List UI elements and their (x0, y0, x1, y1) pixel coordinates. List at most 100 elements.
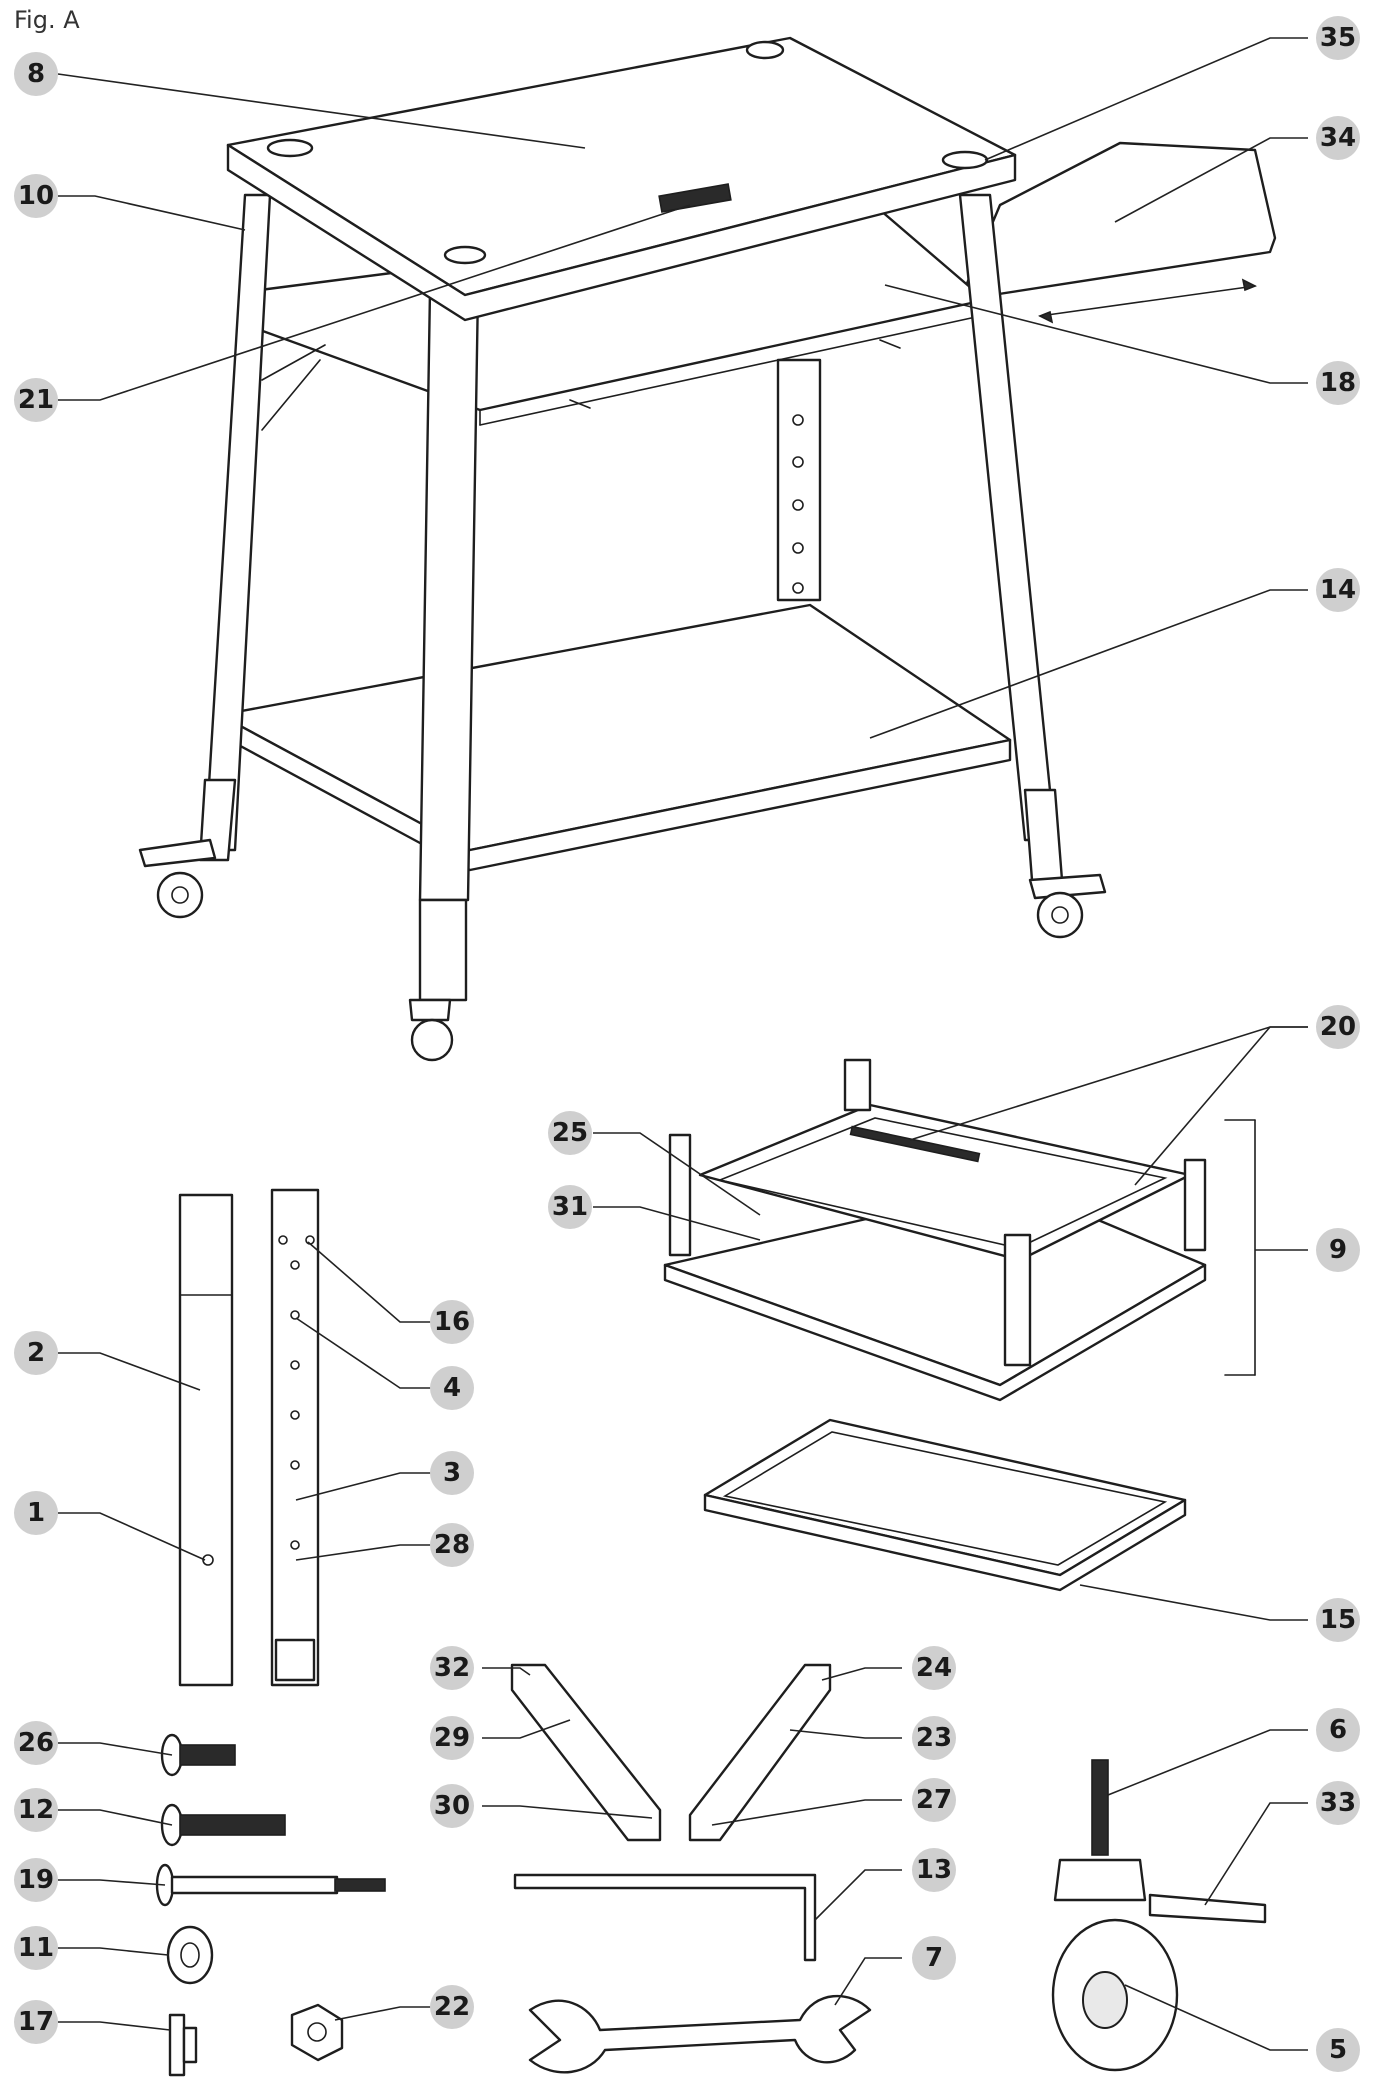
callout-number: 26 (18, 1728, 54, 1758)
callout-number: 34 (1320, 123, 1356, 153)
callout-34: 34 (1316, 116, 1360, 160)
callout-21: 21 (14, 378, 58, 422)
callout-12: 12 (14, 1788, 58, 1832)
callout-28: 28 (430, 1523, 474, 1567)
callout-number: 10 (18, 181, 54, 211)
callout-number: 18 (1320, 368, 1356, 398)
table-top-edge (226, 143, 1017, 322)
leader-lines (57, 37, 1308, 2051)
leg-tube-hole (202, 1554, 214, 1566)
corner-cap (745, 40, 785, 60)
caster-threaded-stem (1091, 1759, 1109, 1856)
front-left-leg-foot (418, 898, 468, 1002)
lower-shelf (218, 603, 1012, 852)
frame-leg-stub (1003, 1233, 1032, 1367)
callout-number: 28 (434, 1530, 470, 1560)
top-frame-assembly (663, 1058, 1256, 1402)
callout-number: 11 (18, 1933, 54, 1963)
callout-18: 18 (1316, 361, 1360, 405)
callout-14: 14 (1316, 568, 1360, 612)
callout-number: 3 (443, 1458, 461, 1488)
callout-9: 9 (1316, 1228, 1360, 1272)
bracket-hole (792, 499, 804, 511)
callout-number: 22 (434, 1992, 470, 2022)
shelf-pin (879, 339, 901, 349)
wrench (528, 1995, 872, 2074)
callout-33: 33 (1316, 1781, 1360, 1825)
caster-front-left (408, 998, 454, 1062)
callout-11: 11 (14, 1926, 58, 1970)
callout-number: 19 (18, 1865, 54, 1895)
callout-2: 2 (14, 1331, 58, 1375)
callout-number: 2 (27, 1338, 45, 1368)
callout-number: 15 (1320, 1605, 1356, 1635)
bracket-hole (792, 542, 804, 554)
callout-29: 29 (430, 1716, 474, 1760)
corner-cap (266, 138, 314, 158)
channel-hole (290, 1310, 300, 1320)
callout-20: 20 (1316, 1005, 1360, 1049)
shelf-pin (569, 399, 591, 409)
assembled-cart (138, 36, 1277, 1062)
callout-number: 6 (1329, 1715, 1347, 1745)
callout-27: 27 (912, 1778, 956, 1822)
callout-number: 12 (18, 1795, 54, 1825)
left-rear-leg (203, 193, 272, 852)
callout-16: 16 (430, 1300, 474, 1344)
slide-arrow-head-right (1241, 278, 1257, 292)
callout-5: 5 (1316, 2028, 1360, 2072)
caster-swivel (1053, 1858, 1147, 1902)
bracket-hole (792, 456, 804, 468)
callout-number: 32 (434, 1653, 470, 1683)
left-leg-brace (261, 344, 326, 431)
callout-number: 31 (552, 1192, 588, 1222)
frame-slot (849, 1125, 981, 1163)
leg-tube (178, 1193, 234, 1687)
callout-32: 32 (430, 1646, 474, 1690)
channel-hole (290, 1360, 300, 1370)
callout-24: 24 (912, 1646, 956, 1690)
callout-15: 15 (1316, 1598, 1360, 1642)
channel-hole (290, 1410, 300, 1420)
screw-26 (160, 1733, 236, 1777)
callout-number: 9 (1329, 1235, 1347, 1265)
bracket-hole (792, 414, 804, 426)
callout-8: 8 (14, 52, 58, 96)
frame-tray-inner (717, 1117, 1168, 1249)
callout-number: 16 (434, 1307, 470, 1337)
caster-front-right (1028, 873, 1107, 939)
washer-11 (166, 1925, 214, 1985)
callout-number: 27 (916, 1785, 952, 1815)
callout-4: 4 (430, 1366, 474, 1410)
leg-channel-foot (274, 1638, 316, 1682)
callout-3: 3 (430, 1451, 474, 1495)
upper-shelf-edge-lower (479, 314, 986, 426)
callout-26: 26 (14, 1721, 58, 1765)
callout-23: 23 (912, 1716, 956, 1760)
left-brace (510, 1663, 662, 1842)
rear-center-bracket (776, 358, 822, 602)
front-left-leg (418, 288, 480, 902)
callout-number: 30 (434, 1791, 470, 1821)
top-vent (658, 183, 732, 213)
callout-number: 7 (925, 1943, 943, 1973)
tray-inner (722, 1431, 1168, 1566)
channel-hole (290, 1460, 300, 1470)
callout-number: 23 (916, 1723, 952, 1753)
callout-30: 30 (430, 1784, 474, 1828)
frame-leg-stub (1183, 1158, 1207, 1252)
frame-panel-edge (663, 1263, 1207, 1402)
frame-leg-stub (668, 1133, 692, 1257)
callout-number: 33 (1320, 1788, 1356, 1818)
caster-hub (1082, 1971, 1128, 2029)
callout-25: 25 (548, 1111, 592, 1155)
callout-1: 1 (14, 1491, 58, 1535)
callout-6: 6 (1316, 1708, 1360, 1752)
callout-19: 19 (14, 1858, 58, 1902)
callout-10: 10 (14, 174, 58, 218)
callout-13: 13 (912, 1848, 956, 1892)
corner-cap (941, 150, 989, 170)
bracket-hole (792, 582, 804, 594)
caster-detail (1051, 1759, 1267, 2072)
